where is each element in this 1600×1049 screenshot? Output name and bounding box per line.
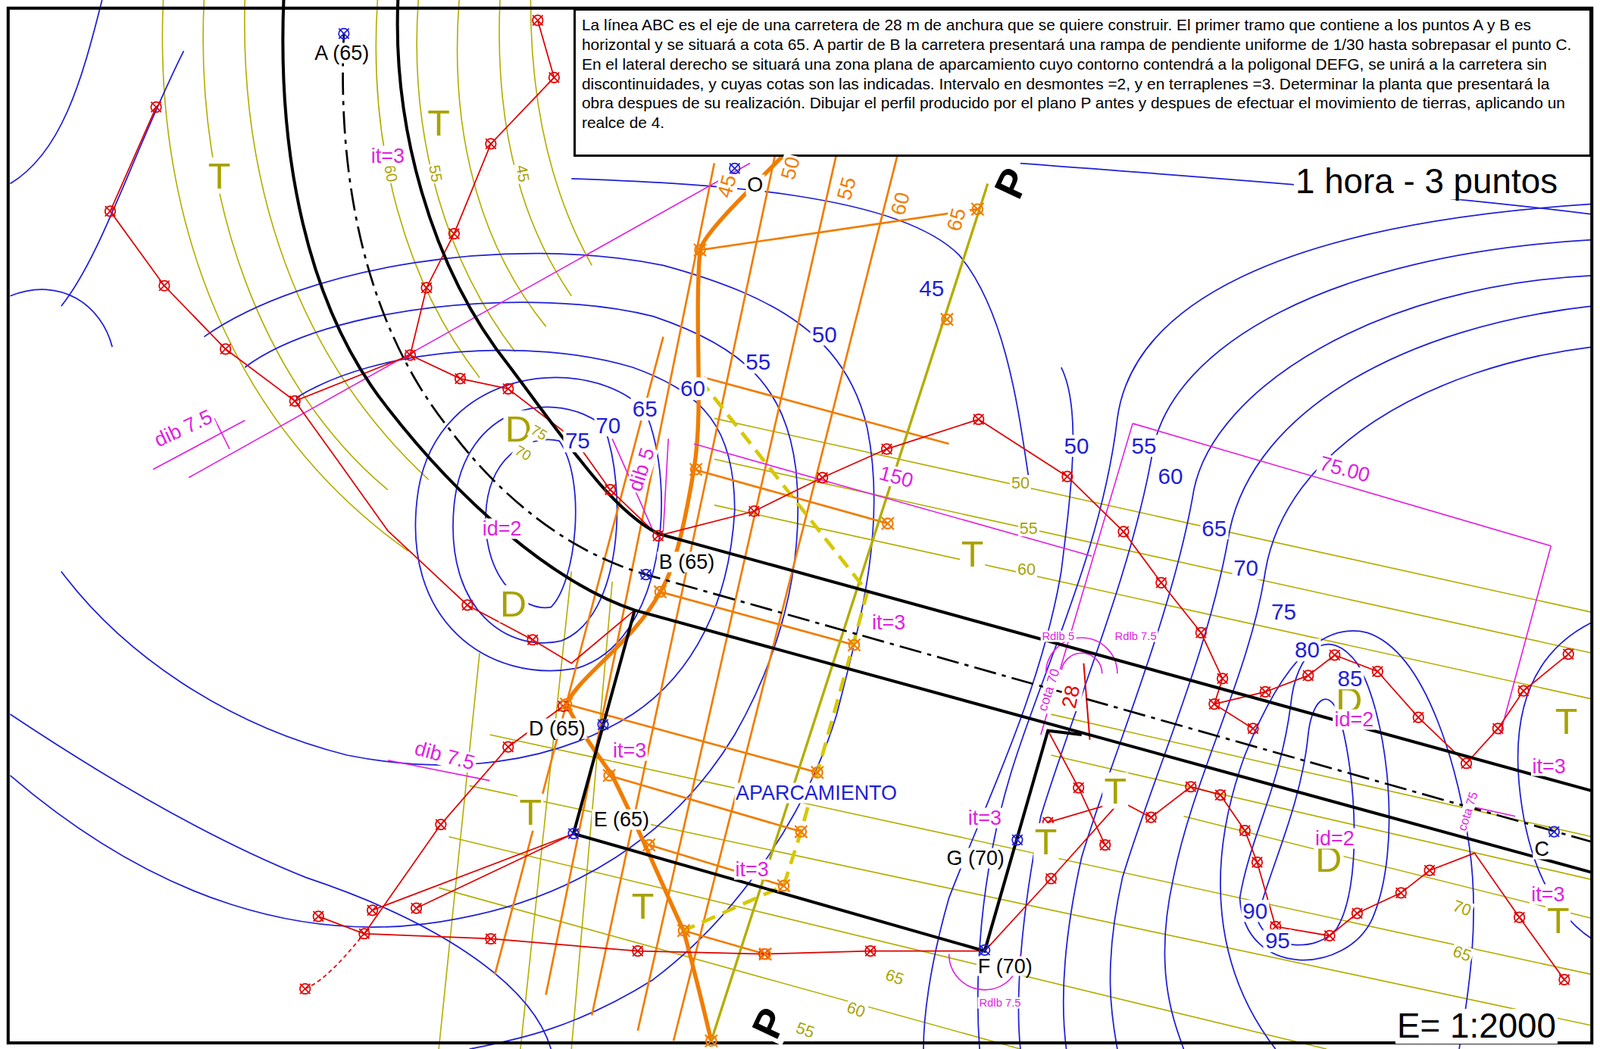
radius-note: Rdlb 7.5 [977, 997, 1022, 1010]
contour-level: 60 [678, 377, 707, 400]
statement-text: La línea ABC es el eje de una carretera … [581, 15, 1584, 134]
earthwork-type: T [1553, 703, 1580, 740]
contour-level: 60 [1156, 465, 1185, 488]
earthwork-type: T [425, 103, 452, 141]
contour-level: 90 [1240, 900, 1269, 923]
earthwork-type: T [1033, 823, 1060, 860]
contour-level: 80 [1293, 638, 1322, 662]
time-score: 1 hora - 3 puntos [1293, 164, 1560, 200]
interval-note: id=2 [481, 518, 524, 539]
contour-level: 85 [1336, 667, 1365, 691]
point-label: C [1532, 838, 1550, 860]
point-label: D (65) [527, 718, 588, 739]
earthwork-type: T [630, 887, 657, 925]
slope-level: 55 [426, 162, 445, 185]
contour-level: 45 [917, 277, 946, 300]
dimension: 28 [1059, 682, 1085, 713]
interval-note: it=3 [870, 612, 907, 633]
slope-level: 50 [1009, 475, 1032, 493]
slope-level: 55 [1018, 520, 1040, 538]
radius-note: Rdlb 5 [1040, 631, 1076, 643]
slope-level: 60 [1015, 561, 1038, 579]
point-label: F (70) [976, 956, 1035, 977]
earthwork-type: D [498, 585, 529, 622]
contour-level: 50 [1062, 434, 1091, 458]
radius-note: Rdlb 7.5 [1113, 631, 1159, 643]
contour-level: 75 [1269, 600, 1298, 624]
interval-note: it=3 [611, 740, 648, 762]
zone-label: APARCAMIENTO [734, 782, 899, 804]
earthwork-type: T [959, 535, 986, 572]
contour-level: 75 [563, 429, 592, 453]
interval-note: it=3 [966, 808, 1004, 829]
earthwork-type: D [503, 409, 534, 447]
interval-note: id=2 [1313, 828, 1357, 850]
slope-level: 45 [512, 162, 532, 185]
interval-note: it=3 [734, 859, 771, 880]
contour-level: 50 [810, 323, 839, 347]
interval-note: it=3 [369, 146, 407, 167]
contour-level: 55 [1129, 434, 1158, 458]
contour-level: 70 [593, 414, 622, 438]
point-label: B (65) [657, 552, 716, 573]
point-label: E (65) [592, 809, 651, 830]
contour-level: 65 [1200, 517, 1229, 541]
contour-level: 55 [743, 350, 772, 374]
interval-note: it=3 [1531, 756, 1568, 777]
earthwork-type: T [518, 793, 544, 831]
point-label: O [745, 174, 765, 195]
scale-label: E= 1:2000 [1395, 1009, 1558, 1044]
contour-level: 70 [1231, 556, 1260, 580]
interval-note: id=2 [1333, 709, 1376, 730]
contour-level: 65 [631, 397, 660, 421]
point-label: A (65) [312, 43, 371, 64]
contour-level: 95 [1263, 929, 1292, 953]
earthwork-type: T [1545, 902, 1572, 939]
earthwork-type: T [1102, 772, 1129, 810]
point-label: G (70) [945, 847, 1007, 869]
interval-note: it=3 [1529, 884, 1566, 906]
statement-box: La línea ABC es el eje de una carretera … [573, 8, 1592, 158]
earthwork-type: T [206, 156, 233, 194]
